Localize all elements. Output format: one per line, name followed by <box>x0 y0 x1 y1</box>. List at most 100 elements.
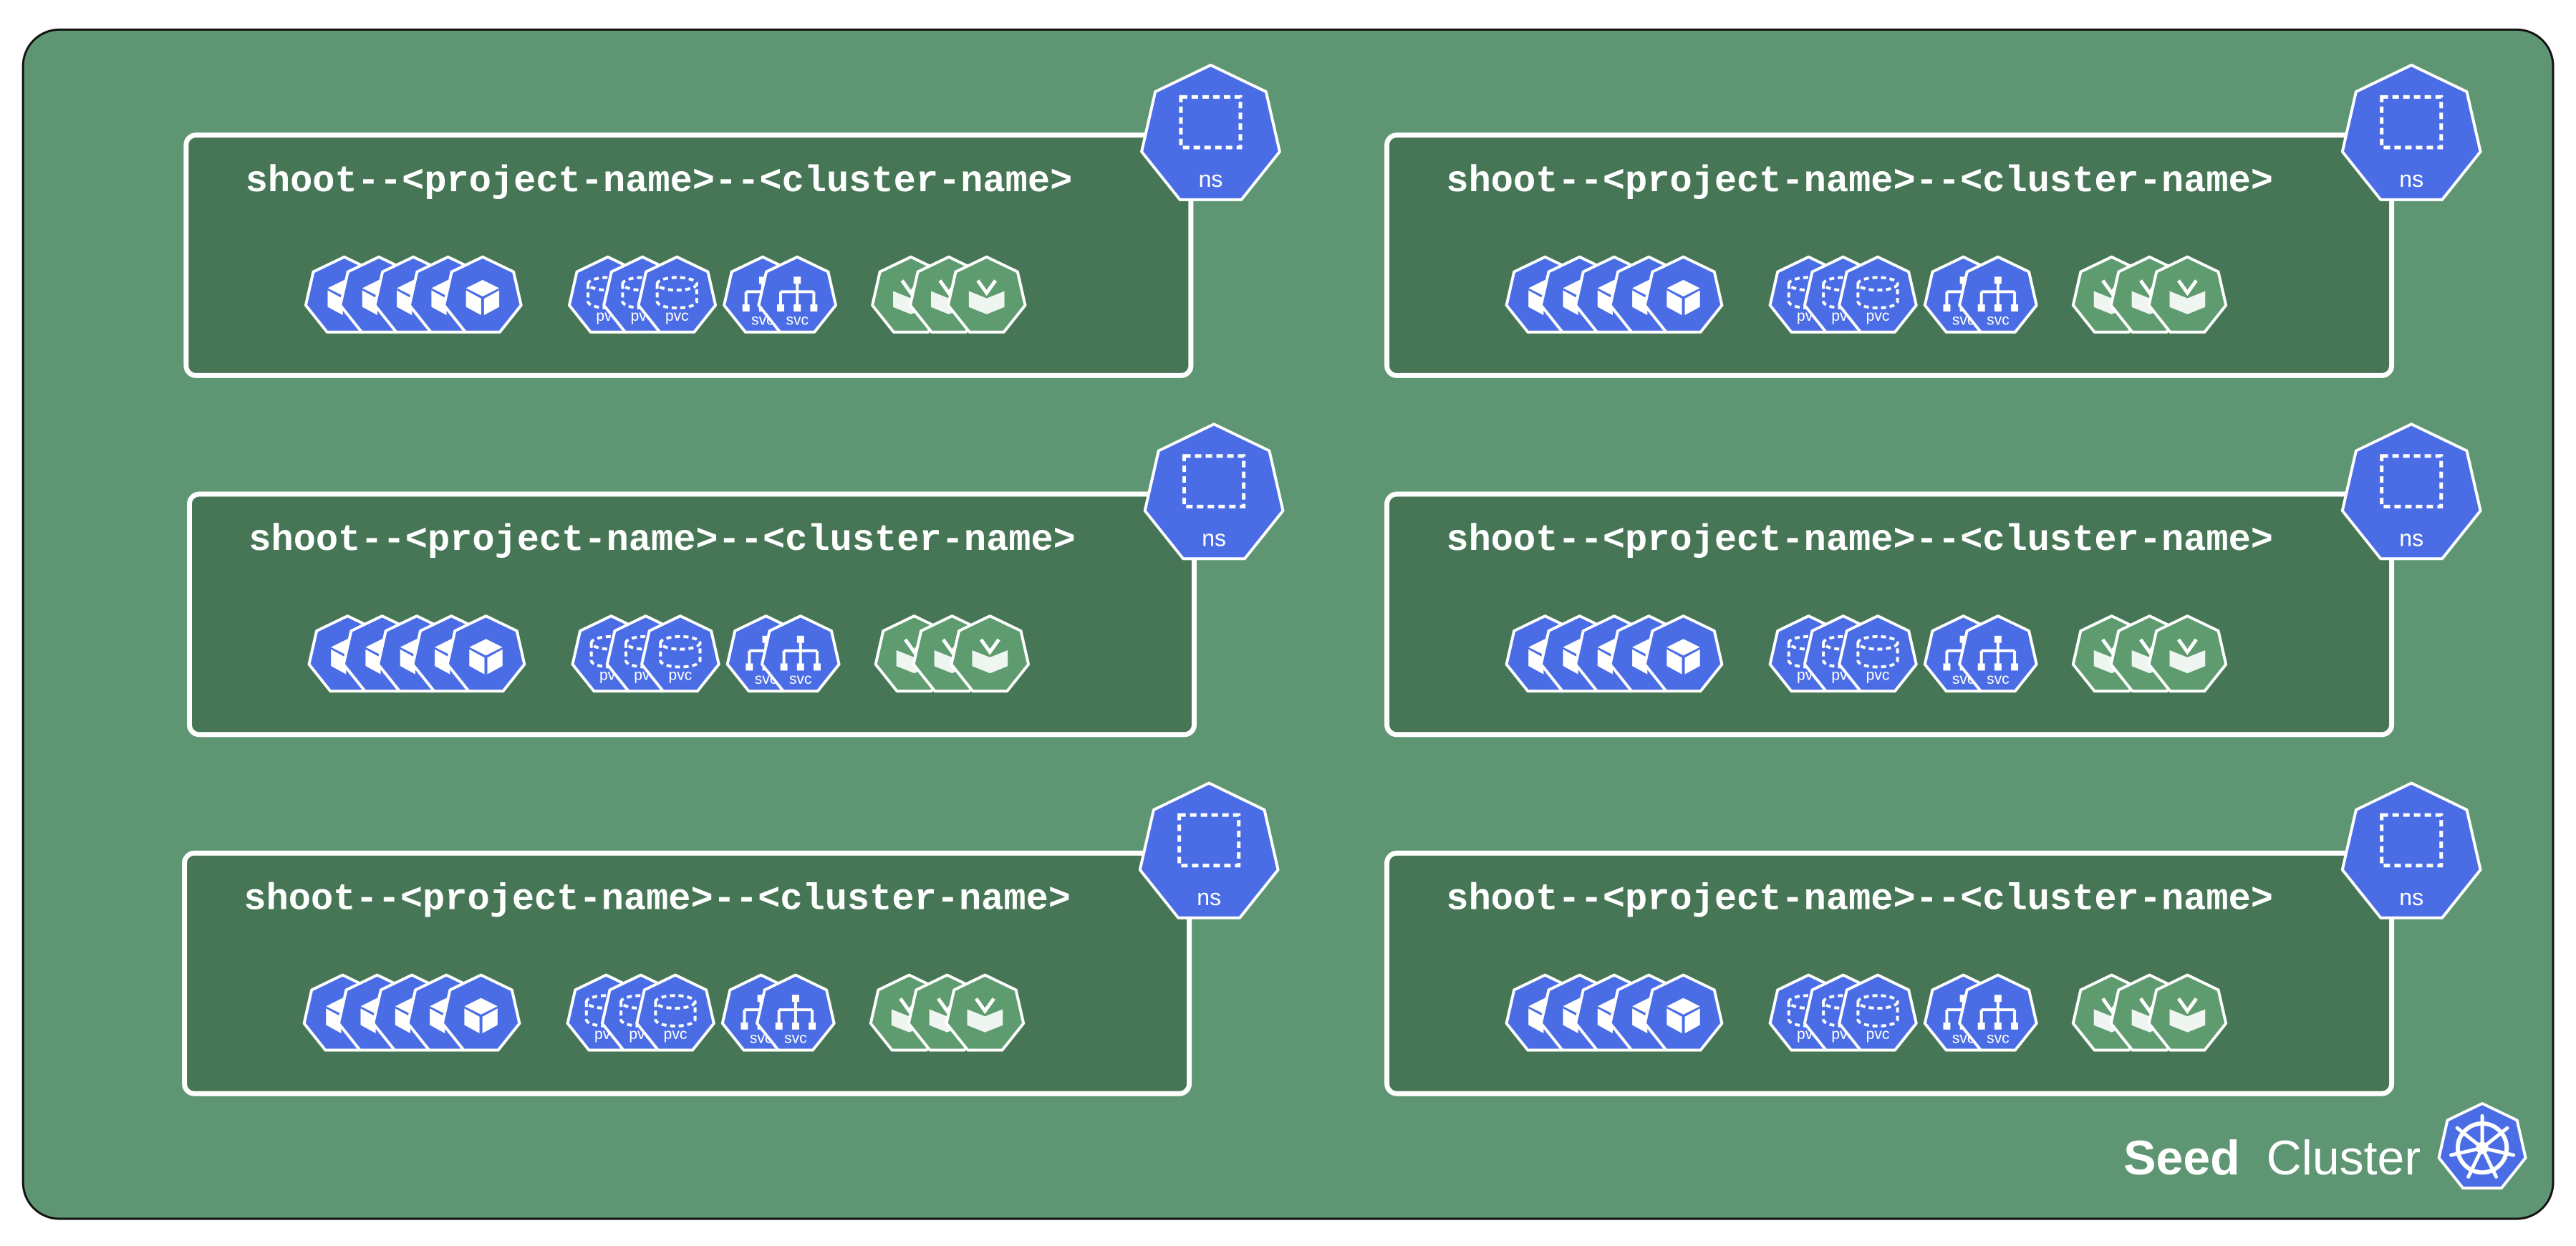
tree-leaf <box>791 1022 799 1030</box>
wheel-spoke <box>2480 1146 2498 1179</box>
cube-right <box>487 649 503 675</box>
crd-icon <box>2147 255 2228 334</box>
cube-top <box>465 279 500 296</box>
dashed-square-icon <box>2380 813 2444 868</box>
crd-chevron <box>2176 638 2198 655</box>
tree-leaf <box>2011 663 2019 671</box>
cube-left <box>1563 1008 1578 1033</box>
cube-top <box>469 639 503 656</box>
cube-left <box>362 290 377 316</box>
tree-leaf <box>746 663 753 671</box>
dashed-square-icon <box>1182 454 1246 508</box>
tree-root <box>757 995 765 1003</box>
svc-label: svc <box>1987 312 2010 329</box>
svc-label: svc <box>789 671 812 687</box>
crd-box <box>2169 649 2206 674</box>
tree-leaf <box>2011 304 2019 312</box>
cylinder-icon <box>1856 994 1899 1028</box>
cube-left <box>395 1008 410 1033</box>
svc-label: svc <box>1987 671 2010 687</box>
network-tree-icon <box>1977 635 2019 671</box>
ns-label: ns <box>2399 166 2423 192</box>
cylinder-body <box>1856 284 1899 310</box>
tree-leaf <box>1943 1022 1951 1030</box>
tree-leaf <box>809 1022 816 1030</box>
tree-root <box>1994 276 2002 284</box>
svc-icon: svc <box>1958 614 2038 693</box>
tree-leaf <box>741 1022 748 1030</box>
network-tree-icon <box>775 995 816 1030</box>
cube-left <box>1528 649 1544 675</box>
pod-icon <box>1643 614 1724 693</box>
cylinder-body <box>1822 1002 1865 1028</box>
network-tree-icon <box>780 635 821 671</box>
namespace-title: shoot--<project-name>--<cluster-name> <box>1446 160 2273 203</box>
namespace-box: shoot--<project-name>--<cluster-name>pvc… <box>1384 63 2482 378</box>
pod-icon <box>1643 973 1724 1052</box>
network-tree-icon <box>1977 276 2019 312</box>
namespace-badge: ns <box>1140 63 1281 201</box>
cylinder-body <box>1822 284 1865 310</box>
pod-icon <box>443 255 523 334</box>
svc-label: svc <box>784 1030 807 1047</box>
cube-left <box>430 1008 445 1033</box>
ns-badge-bg <box>2340 781 2482 919</box>
crd-box <box>2169 1009 2206 1033</box>
svc-icon: svc <box>761 614 841 693</box>
ns-badge-bg <box>1138 781 1280 919</box>
pvc-label: pvc <box>665 308 689 324</box>
crd-icon <box>2147 973 2228 1052</box>
wheel-spoke <box>2480 1126 2509 1150</box>
pvc-icon: pvc <box>1838 614 1918 693</box>
cylinder-body <box>1822 642 1865 669</box>
cube-left <box>326 1008 342 1033</box>
ns-badge-bg <box>1140 63 1281 201</box>
network-tree-icon <box>1977 995 2019 1030</box>
ns-badge-bg <box>2340 422 2482 561</box>
crd-chevron <box>979 638 1000 655</box>
cylinder-icon <box>655 276 698 310</box>
namespace-badge: ns <box>2340 422 2482 561</box>
tree-leaf <box>796 663 804 671</box>
cube-left <box>1632 649 1648 675</box>
tree-leaf <box>1994 304 2002 312</box>
cube-left <box>435 649 450 675</box>
cylinder-body <box>624 642 667 669</box>
cube-right <box>1684 290 1700 316</box>
namespace-box: shoot--<project-name>--<cluster-name>pvc… <box>1384 422 2482 738</box>
cube-left <box>360 1008 376 1033</box>
crd-icon <box>2147 614 2228 693</box>
cube-left <box>1666 649 1682 675</box>
ns-badge-bg <box>1143 422 1285 561</box>
svc-icon: svc <box>757 255 837 334</box>
tree-root <box>796 635 804 643</box>
cube-icon <box>1666 639 1700 675</box>
tree-leaf <box>775 1022 783 1030</box>
crd-box <box>2169 291 2206 314</box>
tree-root <box>1959 276 1967 284</box>
cylinder-body <box>584 1002 627 1028</box>
pvc-icon: pvc <box>635 973 715 1052</box>
ns-label: ns <box>1199 166 1223 192</box>
tree-root <box>1994 635 2002 643</box>
tree-leaf <box>1977 1022 1985 1030</box>
pvc-icon-bg <box>637 255 718 334</box>
cube-left <box>1597 649 1613 675</box>
wheel-spoke <box>2449 1146 2484 1157</box>
svc-icon: svc <box>1958 255 2038 334</box>
cube-left <box>465 290 481 316</box>
custom-resource-icon <box>2169 279 2206 314</box>
cube-right <box>482 1008 498 1033</box>
tree-leaf <box>780 663 788 671</box>
pod-icon <box>1643 255 1724 334</box>
cube-left <box>431 290 447 316</box>
svc-icon: svc <box>756 973 836 1052</box>
pvc-icon-bg <box>640 614 720 693</box>
pvc-label: pvc <box>1866 1026 1890 1043</box>
namespace-badge: ns <box>2340 781 2482 919</box>
seed-label-rest: Cluster <box>2267 1131 2421 1185</box>
pvc-icon: pvc <box>1838 973 1918 1052</box>
